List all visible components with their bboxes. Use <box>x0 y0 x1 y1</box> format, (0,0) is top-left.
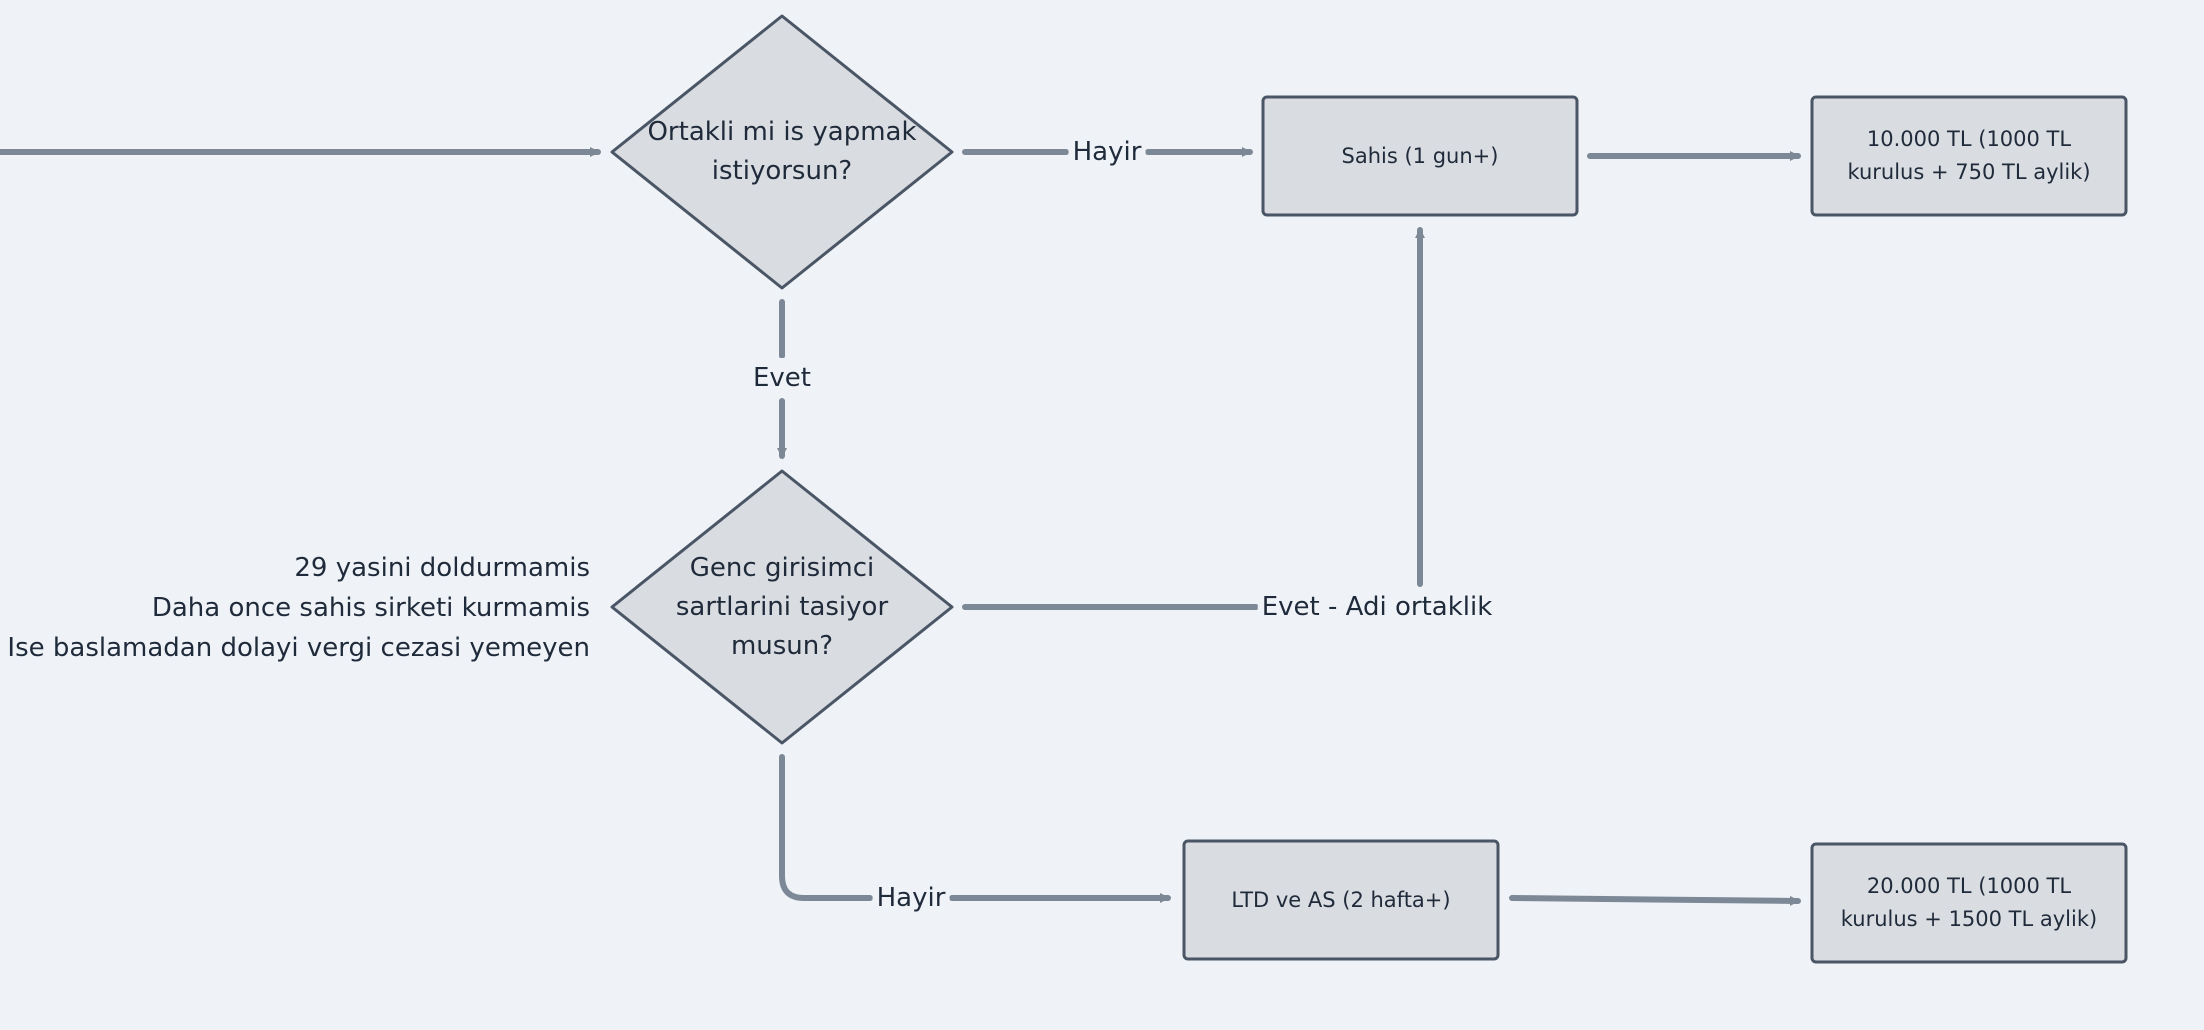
diamond-genc-text: Genc girisimci sartlarini tasiyor musun? <box>675 552 889 661</box>
arrow-ltd-to-cost <box>1509 895 1801 906</box>
criteria-line: 29 yasini doldurmamis <box>294 553 590 583</box>
criteria-line: Daha once sahis sirketi kurmamis <box>151 593 590 623</box>
arrow-genc-hayir-a <box>779 754 873 901</box>
box-cost-sahis-text: 10.000 TL (1000 TL kurulus + 750 TL ayli… <box>1847 127 2091 184</box>
box-sahis-text: Sahis (1 gun+) <box>1341 143 1499 168</box>
criteria-line: Ise baslamadan dolayi vergi cezasi yemey… <box>7 633 590 663</box>
box-cost-ltd-text: 20.000 TL (1000 TL kurulus + 1500 TL ayl… <box>1840 874 2098 931</box>
diamond-genc[interactable] <box>610 469 954 745</box>
edge-label-hayir-top: Hayir <box>1068 132 1146 172</box>
box-ltd-as-text: LTD ve AS (2 hafta+) <box>1231 887 1451 912</box>
criteria-note: 29 yasini doldurmamis Daha once sahis si… <box>7 548 590 668</box>
box-ltd-as[interactable] <box>1182 839 1500 961</box>
box-cost-sahis[interactable] <box>1810 95 2128 217</box>
edge-label-hayir-bottom: Hayir <box>872 878 950 918</box>
box-sahis[interactable] <box>1261 95 1579 217</box>
box-cost-ltd[interactable] <box>1810 842 2128 964</box>
diamond-ortakli[interactable] <box>610 14 954 290</box>
edge-label-evet-adi-ortaklik: Evet - Adi ortaklik <box>1257 587 1497 627</box>
edge-label-evet: Evet <box>748 358 816 398</box>
diamond-ortakli-text: Ortakli mi is yapmak istiyorsun? <box>647 117 917 186</box>
